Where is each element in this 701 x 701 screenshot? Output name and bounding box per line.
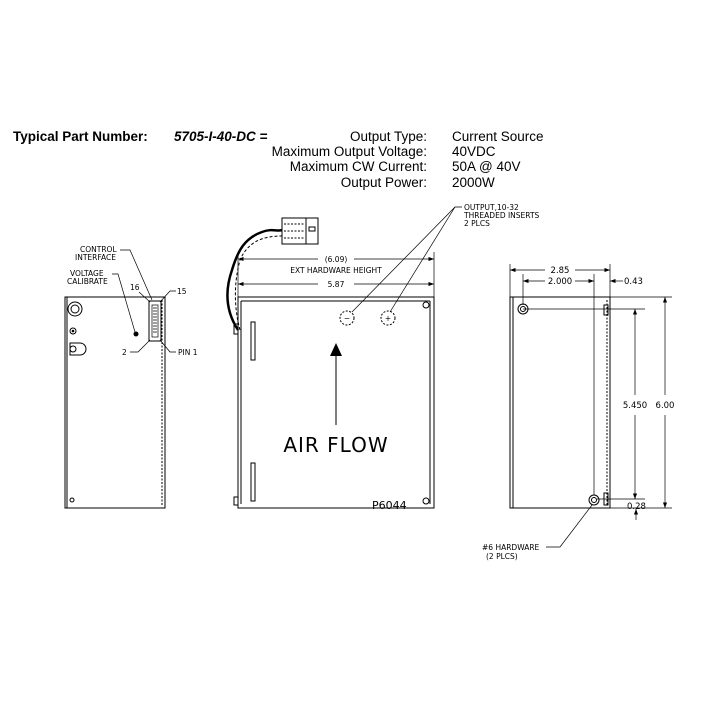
output-note: OUTPUT,10-32 xyxy=(464,203,519,212)
spec-value: Current Source xyxy=(452,129,544,144)
output-minus-terminal xyxy=(339,310,355,326)
hardware-note: #6 HARDWARE xyxy=(482,543,540,552)
dim-depth: 2.85 xyxy=(551,266,570,276)
voltage-calibrate-label: CALIBRATE xyxy=(67,277,108,286)
voltage-calibrate-label: VOLTAGE xyxy=(70,269,104,278)
part-number-label: Typical Part Number: xyxy=(13,129,148,144)
svg-text:+: + xyxy=(385,314,391,323)
control-interface-label: INTERFACE xyxy=(75,253,116,262)
spec-label: Maximum Output Voltage: xyxy=(272,144,427,159)
pin-15-label: 15 xyxy=(177,287,187,296)
ext-hardware-label: EXT HARDWARE HEIGHT xyxy=(290,266,382,275)
spec-label: Output Power: xyxy=(341,175,427,190)
dim-hole-offset: 0.28 xyxy=(627,502,646,512)
model-number: P6044 xyxy=(372,499,407,512)
control-interface-label: CONTROL xyxy=(80,245,117,254)
front-view: − + OUTPUT,10-32 THREADED INSERTS 2 PLCS… xyxy=(226,203,540,512)
svg-text:−: − xyxy=(344,314,350,323)
voltage-calibrate-pot xyxy=(133,331,139,337)
left-end-view: CONTROL INTERFACE VOLTAGE CALIBRATE 16 1… xyxy=(64,245,198,509)
dim-hole-height: 5.450 xyxy=(623,401,647,411)
spec-header: Typical Part Number: 5705-I-40-DC = Outp… xyxy=(13,129,544,190)
dim-height: 6.00 xyxy=(656,401,675,411)
air-flow-label: AIR FLOW xyxy=(283,433,388,457)
output-note: THREADED INSERTS xyxy=(463,211,540,220)
spec-value: 50A @ 40V xyxy=(452,159,521,174)
output-plus-terminal xyxy=(380,310,396,326)
spec-value: 2000W xyxy=(452,175,495,190)
spec-label: Output Type: xyxy=(350,129,427,144)
spec-label: Maximum CW Current: xyxy=(290,159,427,174)
spec-value: 40VDC xyxy=(452,144,496,159)
control-interface-connector xyxy=(148,300,162,342)
side-view: 2.85 2.000 0.43 5.450 6.00 0.28 #6 HARDW… xyxy=(482,264,674,561)
dim-width: 5.87 xyxy=(328,280,345,289)
hardware-note: (2 PLCS) xyxy=(486,552,518,561)
pin-1-label: PIN 1 xyxy=(178,348,198,357)
dim-hole-spacing: 2.000 xyxy=(548,277,572,287)
cable xyxy=(226,228,283,331)
part-number: 5705-I-40-DC = xyxy=(174,129,268,144)
output-note: 2 PLCS xyxy=(464,219,490,228)
dim-offset: 0.43 xyxy=(624,277,643,287)
pin-2-label: 2 xyxy=(122,348,127,357)
dim-ext-height: (6.09) xyxy=(325,255,348,264)
pin-16-label: 16 xyxy=(130,283,140,292)
